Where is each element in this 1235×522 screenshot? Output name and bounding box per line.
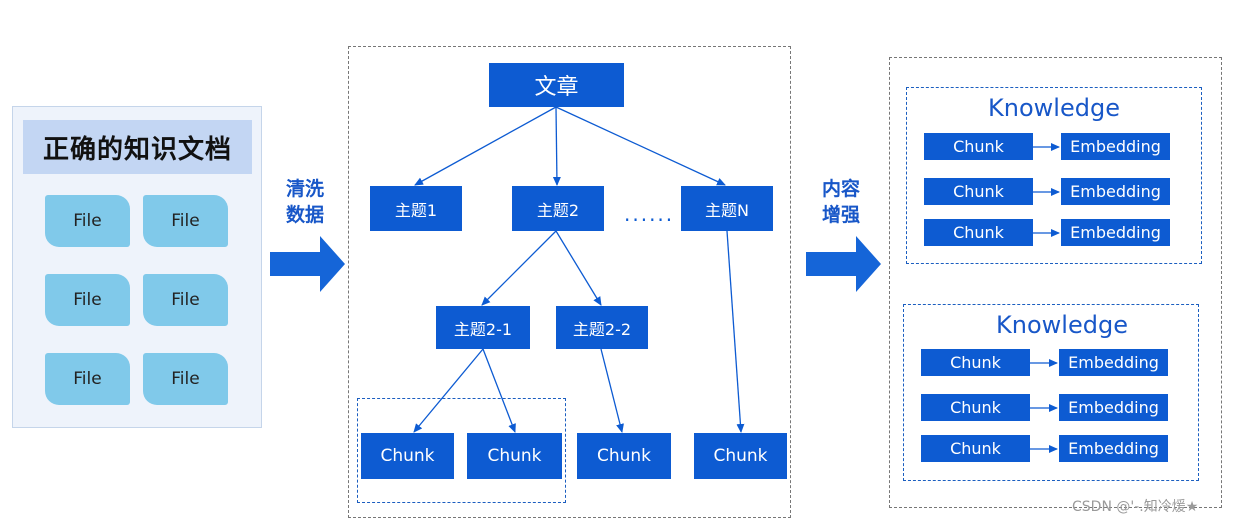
knowledge-group-frame	[906, 87, 1202, 264]
knowledge-title: Knowledge	[996, 311, 1128, 339]
clean-data-label-line1: 清洗	[285, 178, 324, 200]
clean-data-label-line2: 数据	[285, 204, 324, 226]
knowledge-chunk: Chunk	[921, 435, 1030, 462]
topic-2-2-node: 主题2-2	[556, 306, 648, 349]
chunk-node: Chunk	[467, 433, 562, 479]
clean-data-arrow-icon	[270, 236, 345, 292]
file-box: File	[143, 195, 228, 247]
chunk-node: Chunk	[694, 433, 787, 479]
csdn-watermark: CSDN @'-.知冷煖★	[1072, 499, 1199, 515]
content-enhance-label: 内容 增强	[806, 176, 876, 228]
knowledge-embedding: Embedding	[1061, 178, 1170, 205]
chunk-node: Chunk	[577, 433, 671, 479]
knowledge-panel	[889, 57, 1222, 508]
knowledge-embedding: Embedding	[1059, 435, 1168, 462]
file-box: File	[45, 195, 130, 247]
topic-2-node: 主题2	[512, 186, 604, 231]
article-node: 文章	[489, 63, 624, 107]
knowledge-chunk: Chunk	[924, 178, 1033, 205]
knowledge-embedding: Embedding	[1061, 133, 1170, 160]
knowledge-chunk: Chunk	[921, 394, 1030, 421]
content-enhance-arrow-icon	[806, 236, 881, 292]
file-box: File	[143, 274, 228, 326]
knowledge-title: Knowledge	[988, 94, 1120, 122]
knowledge-embedding: Embedding	[1059, 349, 1168, 376]
file-box: File	[45, 274, 130, 326]
documents-title: 正确的知识文档	[23, 120, 252, 174]
topic-2-1-node: 主题2-1	[436, 306, 530, 349]
topic-n-node: 主题N	[681, 186, 773, 231]
topic-1-node: 主题1	[370, 186, 462, 231]
knowledge-chunk: Chunk	[921, 349, 1030, 376]
knowledge-embedding: Embedding	[1059, 394, 1168, 421]
knowledge-embedding: Embedding	[1061, 219, 1170, 246]
chunk-node: Chunk	[361, 433, 454, 479]
content-enhance-label-line2: 增强	[821, 204, 860, 226]
clean-data-label: 清洗 数据	[270, 176, 340, 228]
content-enhance-label-line1: 内容	[821, 178, 860, 200]
more-topics-ellipsis: ......	[624, 202, 675, 226]
knowledge-group-frame	[903, 304, 1199, 481]
file-box: File	[45, 353, 130, 405]
file-box: File	[143, 353, 228, 405]
knowledge-chunk: Chunk	[924, 219, 1033, 246]
knowledge-chunk: Chunk	[924, 133, 1033, 160]
chunk-group-frame	[357, 398, 566, 503]
